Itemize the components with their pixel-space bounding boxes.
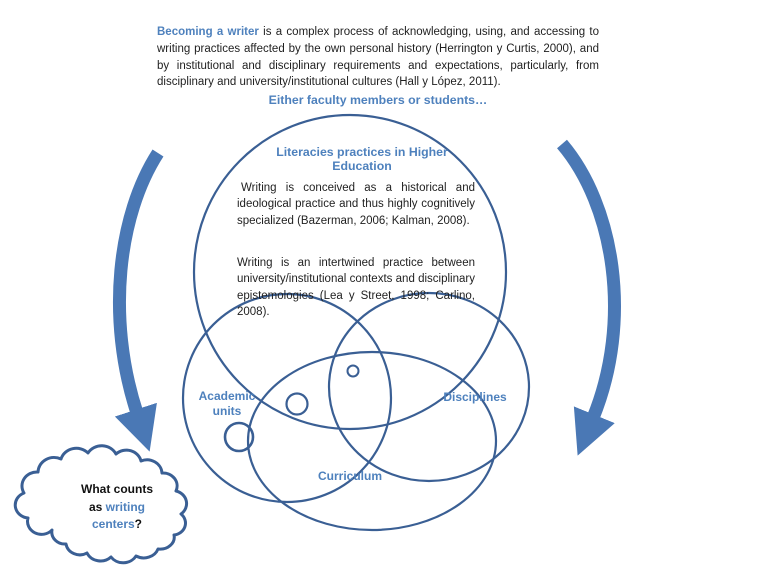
curved-arrow-right-icon [557,139,621,456]
cloud-line1: What counts [81,482,153,496]
venn-title: Literacies practices in Higher Education [276,145,448,173]
cloud-text: What counts as writing centers? [47,481,187,534]
label-academic-units: Academic units [198,389,256,418]
curved-arrow-left-icon [113,149,164,452]
circle-academic-units [181,292,393,504]
ellipse-curriculum [246,350,498,532]
dot-circle-medium [223,421,255,453]
label-disciplines: Disciplines [443,390,507,404]
circle-literacies [192,113,508,431]
intro-body-text: is a complex process of acknowledging, u… [157,26,599,89]
cloud-shape [13,444,189,565]
cloud-line2-highlight: writing [105,499,145,514]
dot-circle-tiny [346,364,360,378]
cloud-line3-suffix: ? [134,517,143,531]
venn-paragraph-2: Writing is an intertwined practice betwe… [237,257,475,319]
intro-paragraph: Becoming a writer is a complex process o… [157,24,599,91]
subtitle: Either faculty members or students… [268,93,488,107]
cloud-line2-prefix: as [88,499,106,514]
intro-lead-text: Becoming a writer [157,26,259,38]
venn-paragraph-1: Writing is conceived as a historical and… [237,182,475,227]
label-curriculum: Curriculum [317,469,382,483]
circle-disciplines [327,291,531,483]
dot-circle-small [285,392,309,416]
cloud-line3-highlight: centers [91,517,135,531]
